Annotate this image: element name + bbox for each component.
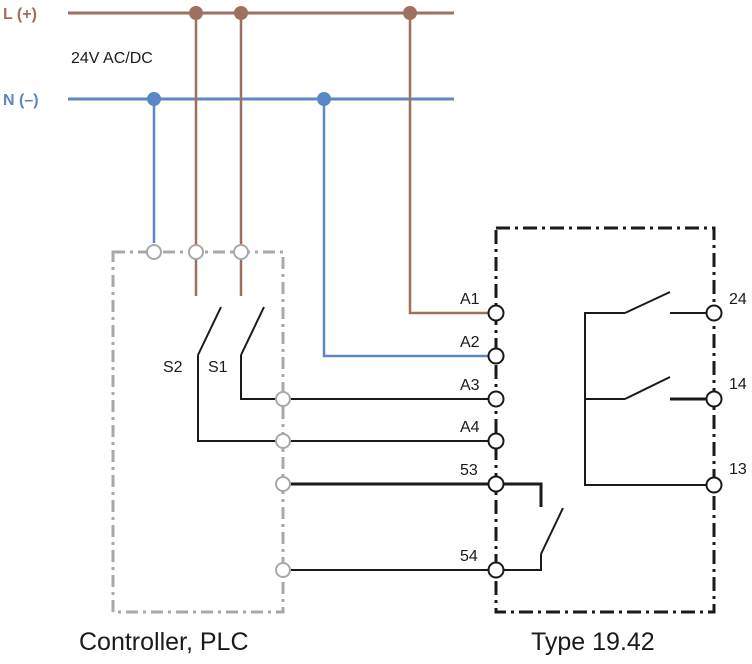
- relay-enclosure: [494, 226, 716, 614]
- switch-s1-blade: [240, 306, 265, 356]
- plc-caption: Controller, PLC: [79, 628, 249, 656]
- relay-terminal-53: [487, 475, 505, 493]
- relay-terminal-label: A1: [460, 291, 480, 308]
- relay-contact-53-54-blade: [540, 507, 564, 555]
- neutral-label: N (–): [3, 92, 39, 109]
- relay-terminal-label: A4: [460, 419, 480, 436]
- plc-terminal: [188, 244, 204, 260]
- live-junction-dot: [403, 6, 417, 20]
- live-label: L (+): [3, 6, 37, 23]
- live-junction-dot: [234, 6, 248, 20]
- plc-terminal: [275, 433, 291, 449]
- switch-s2-label: S2: [163, 359, 183, 376]
- plc-terminal: [275, 562, 291, 578]
- relay-terminal-label: A2: [460, 334, 480, 351]
- switch-s2-blade: [197, 306, 222, 356]
- switch-s1-label: S1: [208, 359, 228, 376]
- relay-terminal-label: 53: [460, 462, 478, 479]
- relay-terminal-label: A3: [460, 377, 480, 394]
- relay-terminal-54: [487, 561, 505, 579]
- plc-terminal: [233, 244, 249, 260]
- plc-terminal: [275, 476, 291, 492]
- relay-terminal-24: [705, 304, 723, 322]
- relay-terminal-a3: [487, 390, 505, 408]
- relay-terminal-14: [705, 390, 723, 408]
- relay-terminal-a1: [487, 304, 505, 322]
- neutral-junction-dot: [317, 92, 331, 106]
- relay-terminal-a4: [487, 432, 505, 450]
- relay-caption: Type 19.42: [531, 628, 655, 656]
- live-wire-a1: [408, 13, 496, 315]
- wire-s1-a3: [240, 355, 496, 400]
- relay-terminal-a2: [487, 347, 505, 365]
- plc-terminal: [275, 391, 291, 407]
- relay-contact-14-blade: [624, 376, 671, 400]
- voltage-label: 24V AC/DC: [71, 50, 153, 67]
- wire-s2-a4: [197, 355, 496, 442]
- relay-contact-53-wire: [496, 482, 543, 507]
- live-junction-dot: [189, 6, 203, 20]
- neutral-junction-dot: [147, 92, 161, 106]
- relay-terminal-label: 14: [729, 376, 747, 393]
- relay-contact-54-wire: [496, 554, 542, 571]
- relay-terminal-label: 24: [729, 291, 747, 308]
- relay-contact-24-blade: [624, 291, 671, 314]
- relay-terminal-label: 13: [729, 461, 747, 478]
- relay-terminal-13: [705, 476, 723, 494]
- neutral-wire-a2: [322, 99, 496, 358]
- plc-terminal: [146, 244, 162, 260]
- relay-terminal-label: 54: [460, 548, 478, 565]
